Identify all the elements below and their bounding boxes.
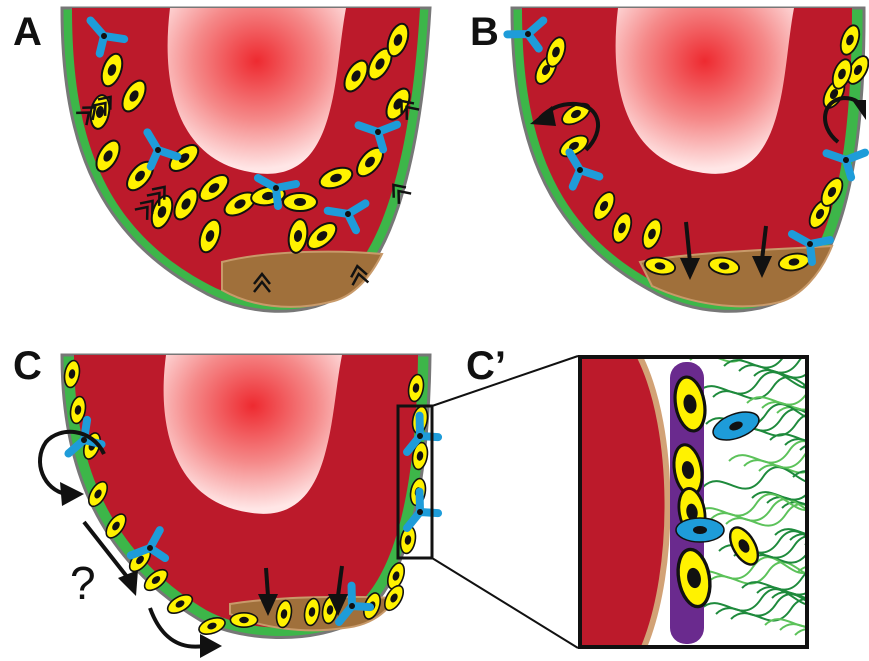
- panel-label-c-prime: C’: [466, 346, 506, 386]
- panel-label-b: B: [470, 12, 499, 52]
- yellow-cell: [283, 193, 317, 211]
- question-mark: ?: [70, 560, 96, 606]
- blue-cell: [676, 518, 724, 542]
- panel-label-c: C: [13, 346, 42, 386]
- base-tissue: [222, 252, 382, 307]
- yellow-cell: [230, 613, 257, 627]
- zoom-line-bottom: [432, 558, 578, 648]
- arrowhead-icon: [60, 482, 84, 506]
- panel-label-a: A: [13, 12, 42, 52]
- down-arrow-icon: [266, 568, 268, 596]
- panel-c-prime-zoom: [580, 340, 869, 647]
- arrowhead-icon: [200, 634, 222, 658]
- arrowhead-icon: [118, 570, 138, 596]
